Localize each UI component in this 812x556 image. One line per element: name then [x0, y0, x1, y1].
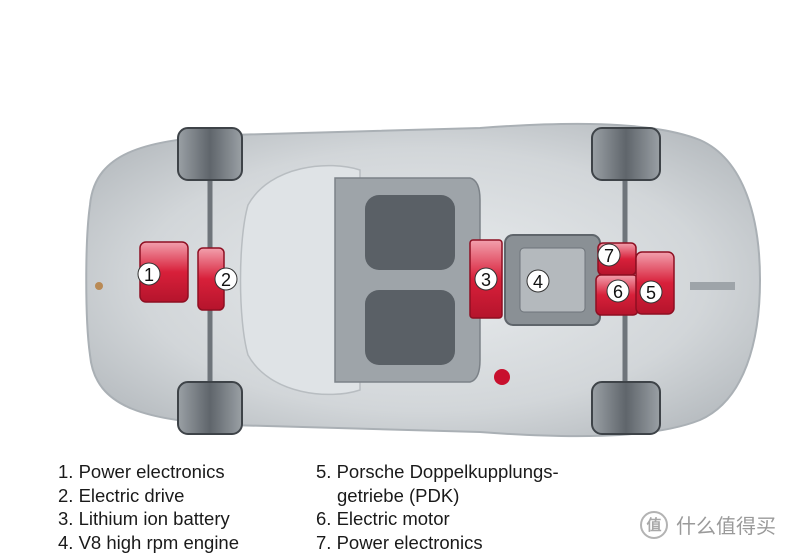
legend-right-column: 5. Porsche Doppelkupplungs- getriebe (PD…	[316, 460, 559, 554]
callout-6: 6	[606, 279, 630, 303]
legend-left-column: 1. Power electronics 2. Electric drive 3…	[58, 460, 239, 554]
callout-1: 1	[137, 262, 161, 286]
callout-number: 5	[646, 283, 656, 303]
wheel-front-bottom	[177, 381, 243, 435]
callout-number: 6	[613, 282, 623, 302]
legend-item: 6. Electric motor	[316, 508, 450, 529]
windshield	[239, 164, 361, 396]
callout-3: 3	[474, 267, 498, 291]
legend-item: 7. Power electronics	[316, 531, 483, 553]
callout-number: 1	[144, 265, 154, 285]
legend-item-continuation: getriebe (PDK)	[337, 484, 460, 506]
watermark-text: 什么值得买	[676, 516, 776, 538]
callout-number: 2	[221, 270, 231, 290]
seat-left	[365, 195, 455, 270]
hood-crest-icon	[95, 282, 103, 290]
seat-right	[365, 290, 455, 365]
watermark-icon: 值	[640, 510, 668, 539]
callout-7: 7	[597, 243, 621, 267]
callout-number: 4	[533, 272, 543, 292]
legend-item: 1. Power electronics	[58, 461, 225, 482]
legend-item: 5. Porsche Doppelkupplungs- getriebe (PD…	[316, 460, 559, 507]
fuel-cap	[494, 369, 510, 385]
legend-item: 4. V8 high rpm engine	[58, 531, 240, 553]
callout-5: 5	[639, 280, 663, 304]
legend-item-text: 5. Porsche Doppelkupplungs-	[316, 461, 559, 482]
callout-number: 7	[604, 246, 614, 266]
callout-2: 2	[214, 267, 238, 291]
wheel-front-top	[177, 127, 243, 181]
watermark: 值 什么值得买	[640, 510, 776, 539]
engine-intake	[519, 247, 586, 313]
legend-item: 2. Electric drive	[58, 484, 185, 506]
wheel-rear-top	[591, 127, 661, 181]
callout-4: 4	[526, 269, 550, 293]
legend-item: 3. Lithium ion battery	[58, 508, 230, 529]
callout-number: 3	[481, 270, 491, 290]
wheel-rear-bottom	[591, 381, 661, 435]
